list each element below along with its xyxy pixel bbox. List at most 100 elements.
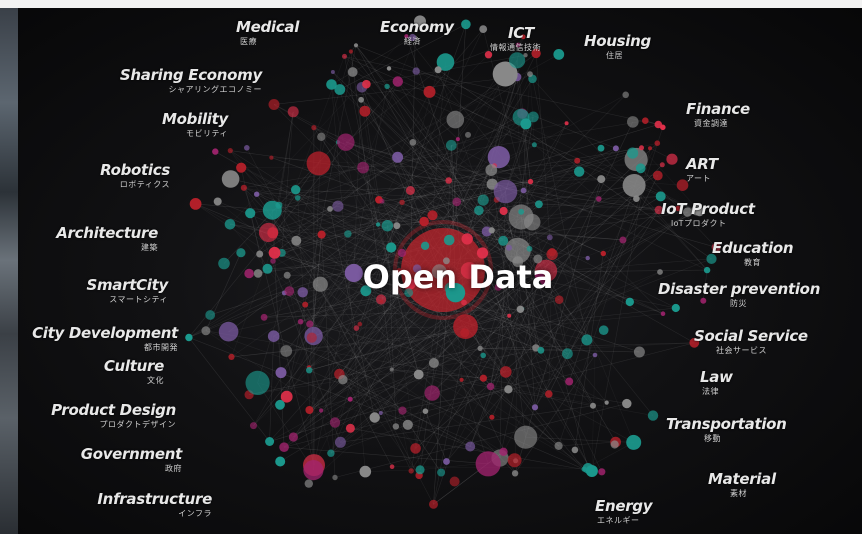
network-node [268,246,281,259]
network-node [461,299,467,306]
edge-line [353,272,607,403]
network-node [546,234,553,241]
network-node [329,417,341,428]
network-node [711,242,721,252]
edge-line [313,127,540,276]
edge-line [231,56,345,357]
edge-line [309,323,420,476]
network-node [622,91,629,99]
network-node [523,53,528,58]
edge-line [329,208,375,418]
network-node [428,358,439,368]
network-node [452,197,462,207]
network-node [507,453,522,468]
network-node [446,110,465,129]
network-node [639,145,644,151]
network-node [443,234,455,246]
edge-line [517,148,617,251]
edge-line [295,189,688,213]
edge-line [273,335,585,470]
network-node [332,474,338,481]
category-sharing-economy: Sharing Economy シャアリングエコノミー [119,66,262,94]
edge-line [391,198,637,370]
network-node [571,446,579,454]
network-node [357,321,363,327]
edge-line [309,347,536,411]
network-node [412,264,422,273]
network-node [347,396,353,402]
edge-line [330,271,661,454]
network-node [706,253,717,264]
edge-line [344,56,659,125]
network-node [666,153,678,165]
network-node [443,257,450,265]
network-node [408,468,414,474]
edge-line [309,290,367,411]
edge-line [339,89,510,248]
edge-line [514,354,596,474]
network-node [512,256,524,268]
network-node [386,66,392,71]
network-node [622,398,632,409]
network-node [657,269,663,275]
network-node [280,345,293,357]
edge-line [320,284,412,472]
edge-line [534,144,600,200]
network-node [516,305,525,313]
category-smartcity: SmartCity スマートシティ [86,276,168,304]
network-node [427,210,438,221]
category-city-development: City Development 都市開発 [32,324,178,352]
network-node [297,287,308,298]
edge-line [456,201,542,351]
edge-line [361,87,539,260]
edge-line [499,275,540,459]
edge-line [540,342,695,351]
network-node [305,406,314,414]
network-node [691,205,702,216]
network-node [389,367,394,372]
network-node [477,194,489,206]
edge-line [230,178,504,242]
edge-line [520,216,589,469]
nodes [185,15,721,509]
edge-line [300,190,411,322]
edge-line [522,113,537,348]
edge-line [517,198,599,251]
network-node [405,186,415,195]
network-node [461,233,473,245]
edge-line [289,290,382,414]
edge-line [534,239,624,408]
network-node [520,187,527,194]
network-graph [185,15,721,509]
network-node [424,385,440,401]
left-photo-strip [0,8,18,534]
edge-line [491,121,634,418]
edge-line [702,270,708,301]
edge-line [461,379,489,464]
edge-line [337,141,599,200]
network-node [205,310,216,320]
edge-line [330,254,553,454]
edge-line [259,73,531,255]
network-node [357,161,369,174]
network-node [337,133,355,151]
network-node [547,248,557,257]
network-node [398,406,407,415]
edge-line [538,160,578,205]
edge-line [603,253,664,314]
edge-line [330,134,469,454]
network-node [330,70,335,74]
network-node [381,220,394,232]
network-node [431,264,447,280]
edge-line [280,225,398,373]
edge-line [283,204,540,448]
edge-line [397,157,659,211]
edge-line [229,21,421,225]
edge-line [415,211,688,449]
edge-line [491,169,527,438]
edge-line [286,36,524,397]
edge-line [313,127,398,158]
network-node [625,297,634,307]
network-node [675,205,681,212]
network-node [375,222,381,227]
